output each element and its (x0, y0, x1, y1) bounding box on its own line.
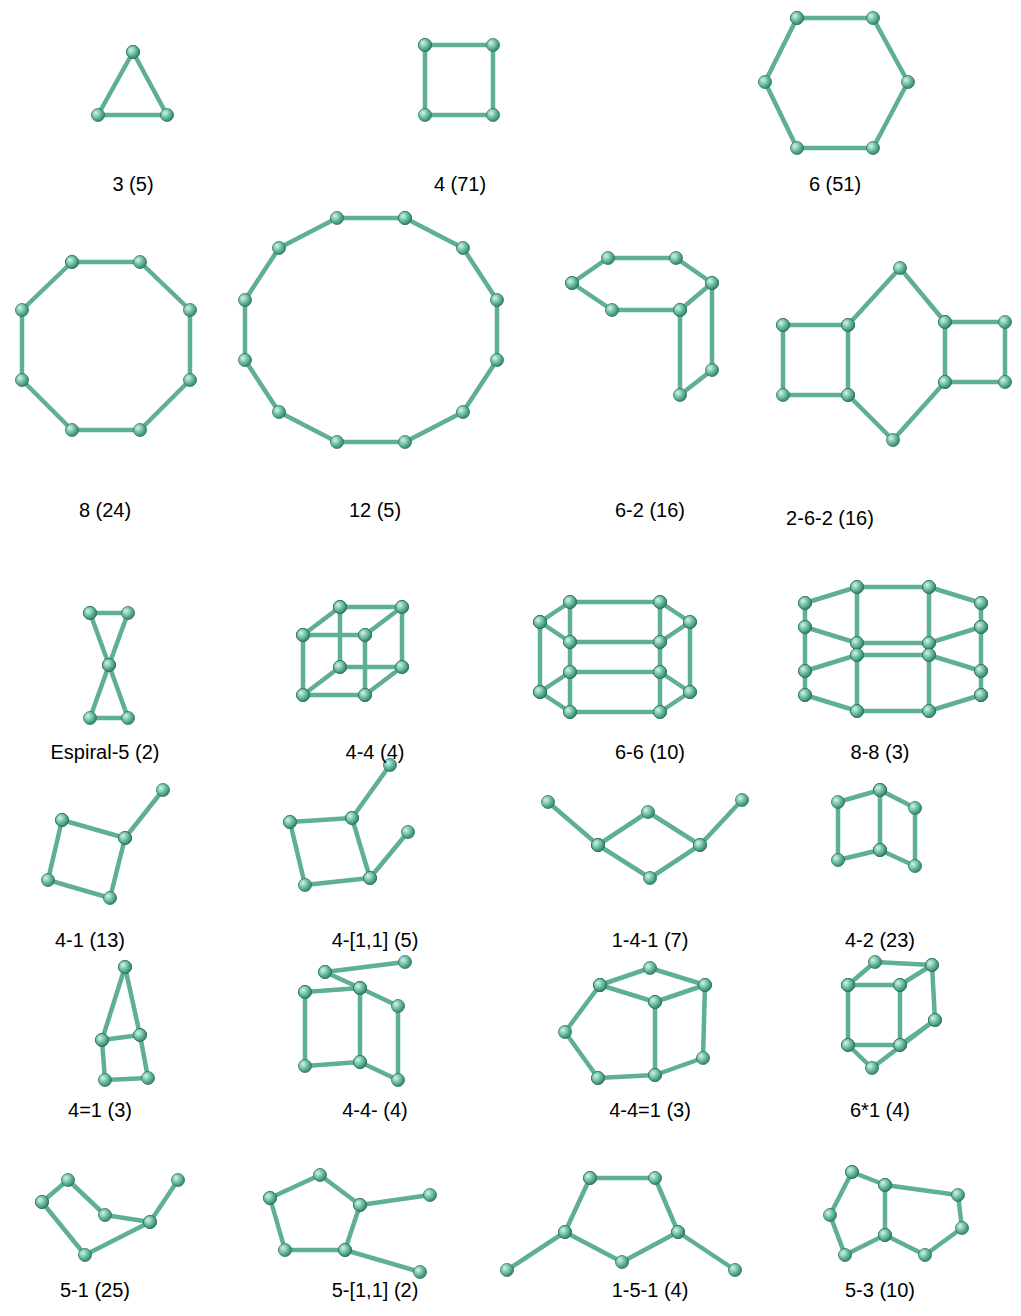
ring-2-6-2 (783, 268, 1005, 440)
structure-label: 4-4 (4) (346, 740, 405, 764)
ring-6-2 (572, 258, 712, 395)
structure-label: 5-1 (25) (60, 1278, 130, 1302)
ring-4-1 (48, 790, 163, 898)
structure-label: 4-2 (23) (845, 928, 915, 952)
cage-4-4 (303, 607, 402, 695)
structure-label: 4-4- (4) (342, 1098, 408, 1122)
ring-5-1 (42, 1180, 178, 1255)
structure-label: 3 (5) (112, 172, 153, 196)
ring-5-1-1 (270, 1175, 430, 1272)
ring-6 (765, 18, 908, 148)
ring-4-2 (838, 790, 915, 866)
structure-label: 5-3 (10) (845, 1278, 915, 1302)
structure-label: 8-8 (3) (851, 740, 910, 764)
structure-label: 4=1 (3) (68, 1098, 132, 1122)
prism-6-6 (540, 602, 690, 712)
ring-6-star-1 (848, 962, 935, 1068)
prism-8-8 (805, 587, 981, 711)
structure-label: 12 (5) (349, 498, 401, 522)
structure-label: 2-6-2 (16) (786, 506, 874, 530)
ring-8 (22, 262, 190, 430)
structure-label: 4-1 (13) (55, 928, 125, 952)
structure-label: 4-4=1 (3) (609, 1098, 691, 1122)
ring-4-4-open (305, 962, 405, 1080)
structure-label: 5-[1,1] (2) (332, 1278, 419, 1302)
structure-label: 4 (71) (434, 172, 486, 196)
structure-label: 6-6 (10) (615, 740, 685, 764)
structure-label: 6 (51) (809, 172, 861, 196)
structure-label: 4-[1,1] (5) (332, 928, 419, 952)
structure-label: 6-2 (16) (615, 498, 685, 522)
ring-4-4-eq-1 (565, 968, 705, 1078)
ring-5-3 (830, 1172, 962, 1255)
spiro-5 (90, 613, 128, 718)
ring-1-4-1 (548, 800, 742, 878)
ring-12 (245, 218, 497, 442)
ring-4-1-1 (290, 765, 408, 885)
structure-label: 6*1 (4) (850, 1098, 910, 1122)
structure-label: 1-5-1 (4) (612, 1278, 689, 1302)
ring-3 (98, 52, 167, 115)
ring-4 (425, 45, 493, 115)
ring-4-eq-1 (102, 967, 148, 1080)
structure-label: 8 (24) (79, 498, 131, 522)
structure-label: Espiral-5 (2) (51, 740, 160, 764)
ring-1-5-1 (507, 1178, 735, 1270)
structure-label: 1-4-1 (7) (612, 928, 689, 952)
